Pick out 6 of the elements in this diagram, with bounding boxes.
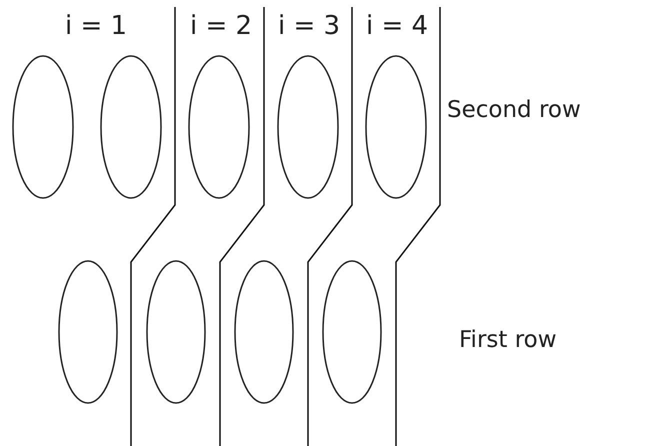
row-label: Second row: [447, 98, 581, 122]
index-label: i = 2: [190, 13, 250, 39]
row-label: First row: [459, 328, 557, 352]
index-label: i = 4: [366, 13, 426, 39]
index-label: i = 3: [278, 13, 338, 39]
index-label: i = 1: [65, 13, 125, 39]
